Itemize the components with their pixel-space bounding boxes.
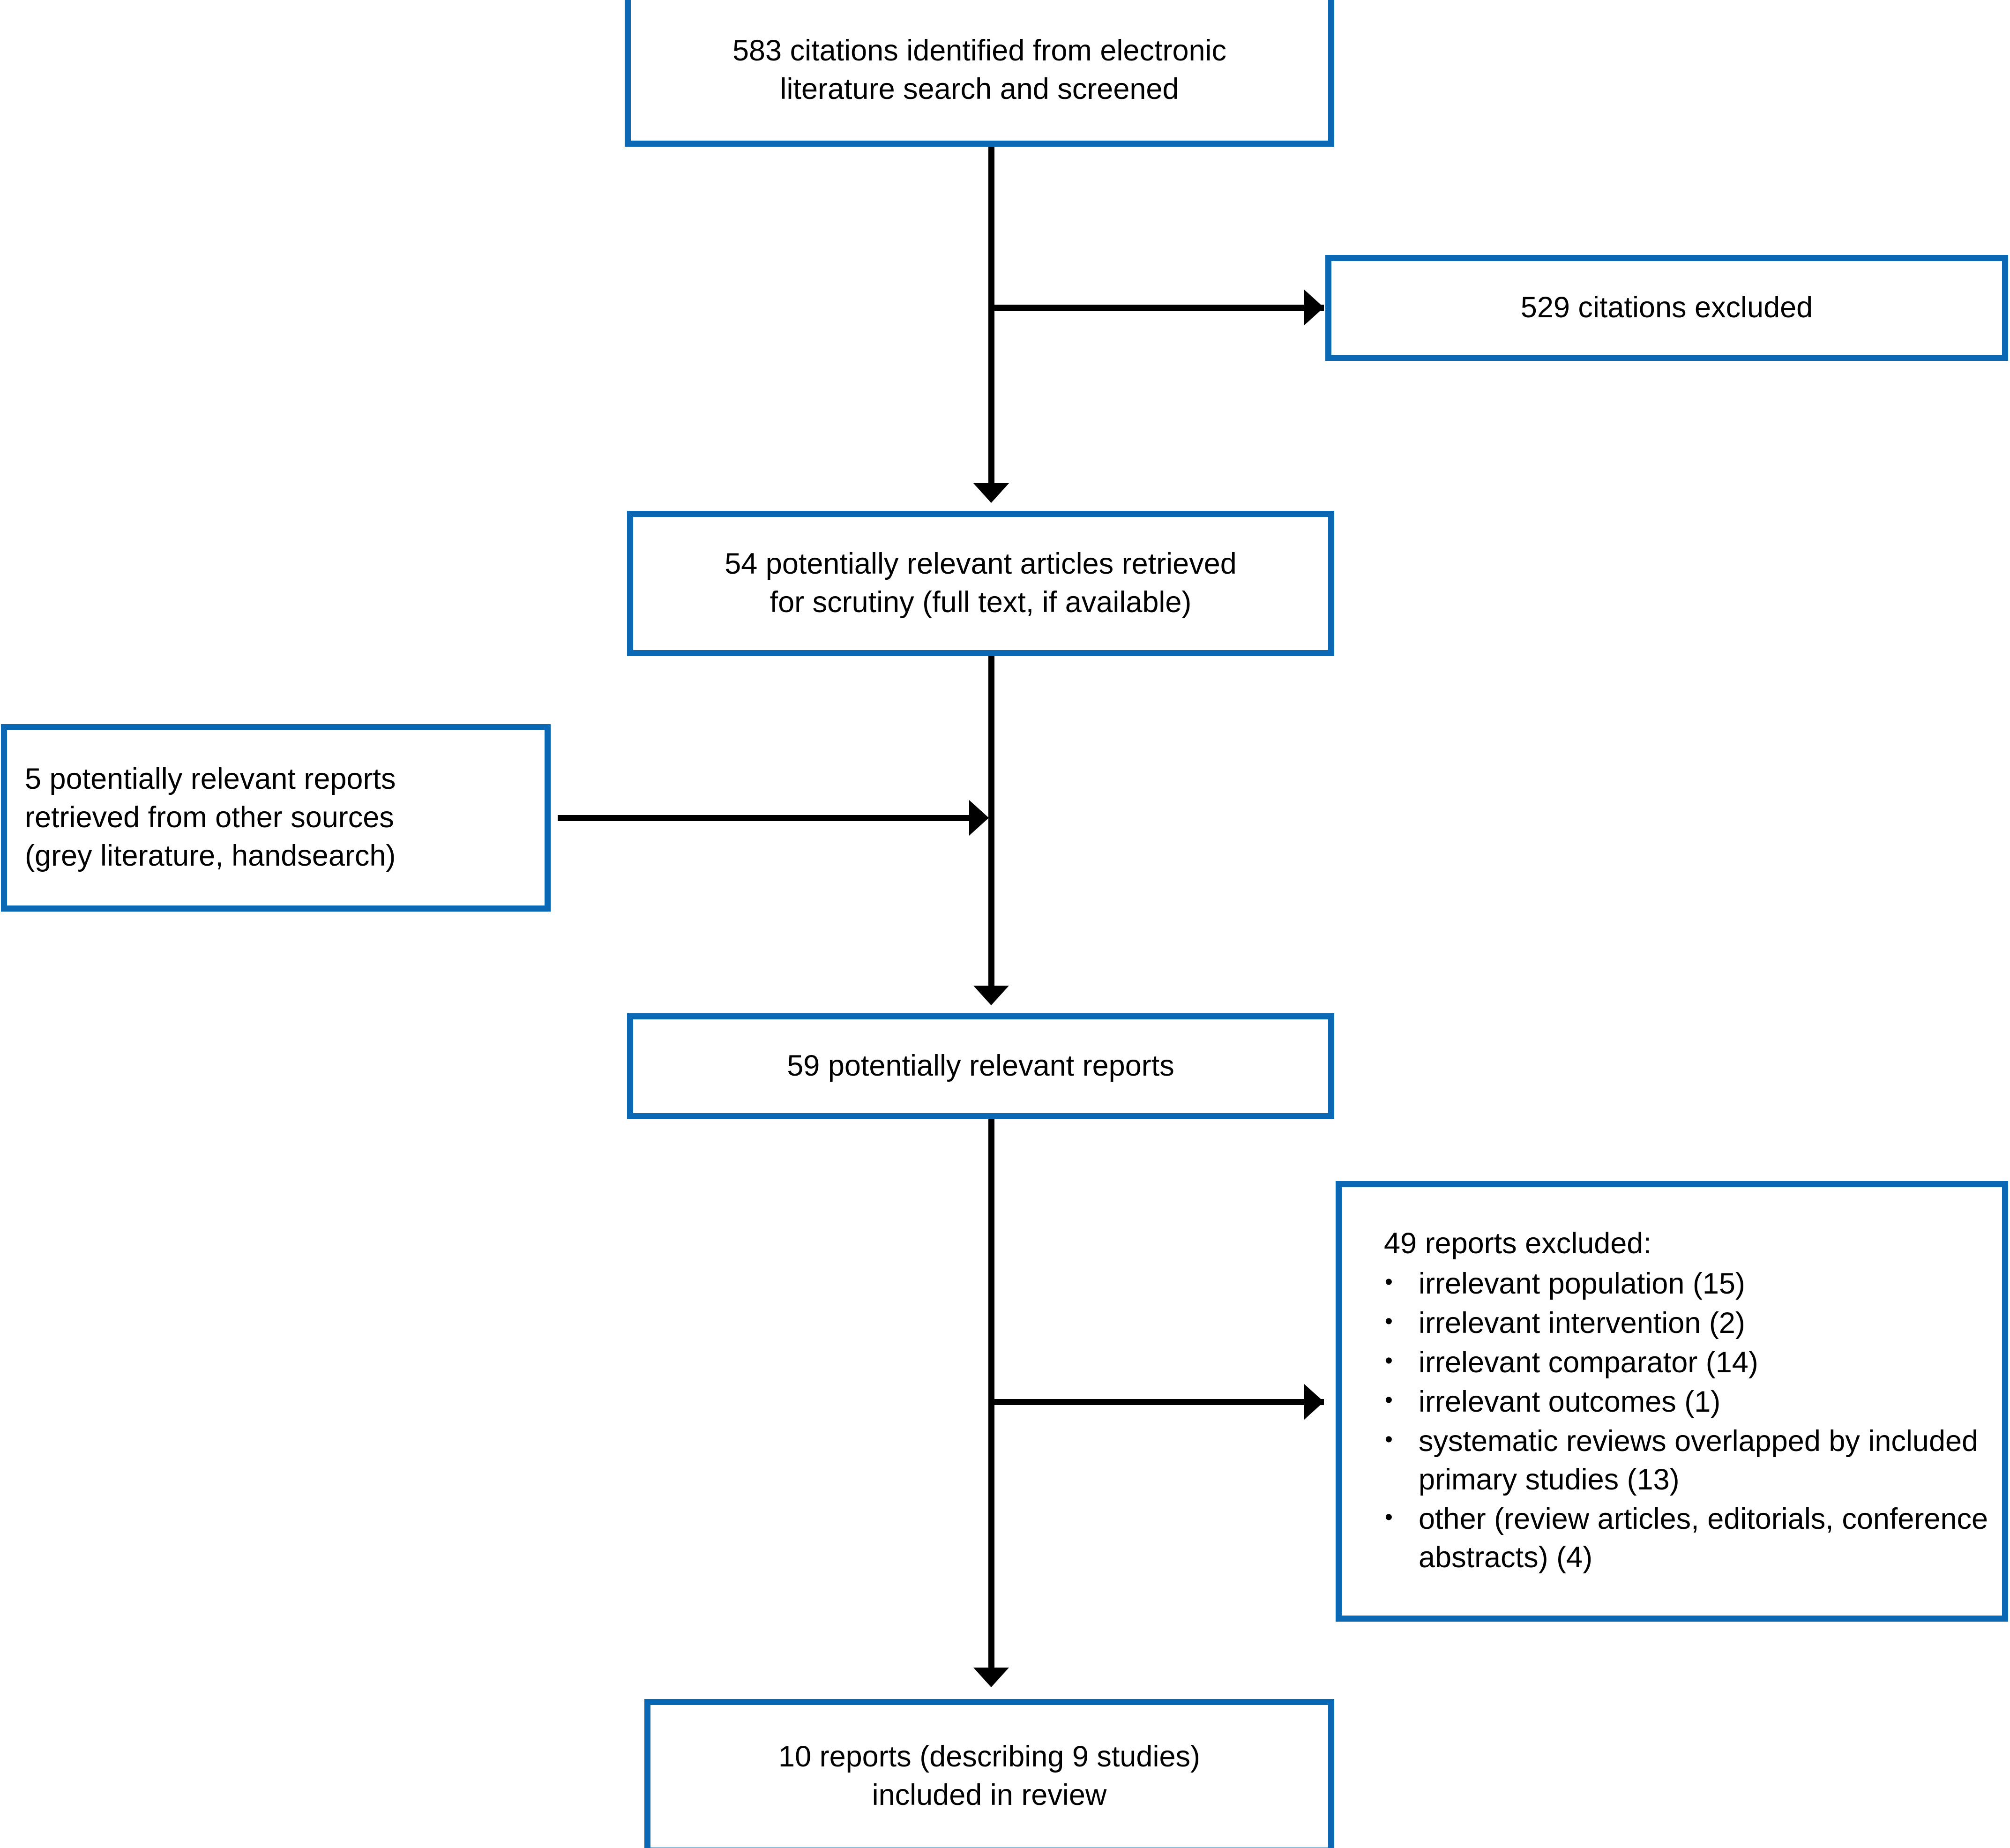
reports-included-line1: 10 reports (describing 9 studies)	[778, 1740, 1200, 1773]
citations-excluded-label: 529 citations excluded	[1520, 291, 1813, 324]
connector-relevant-reports-to-included	[988, 1119, 994, 1668]
arrowhead-down-to-included	[973, 1668, 1009, 1687]
arrowhead-down-to-retrieved	[973, 483, 1009, 503]
list-item: other (review articles, editorials, conf…	[1384, 1500, 2002, 1577]
arrowhead-right-to-excluded-reports	[1304, 1384, 1324, 1420]
list-item: irrelevant outcomes (1)	[1384, 1383, 2002, 1422]
box-citations-excluded: 529 citations excluded	[1325, 255, 2008, 361]
box-potentially-relevant-reports-text: 59 potentially relevant reports	[633, 1047, 1328, 1085]
list-item: irrelevant intervention (2)	[1384, 1304, 2002, 1343]
connector-to-excluded-citations	[988, 305, 1324, 311]
potentially-relevant-reports-label: 59 potentially relevant reports	[787, 1049, 1174, 1083]
box-other-sources: 5 potentially relevant reports retrieved…	[1, 724, 551, 912]
reports-excluded-reason-list: irrelevant population (15) irrelevant in…	[1384, 1265, 2002, 1577]
list-item: irrelevant population (15)	[1384, 1265, 2002, 1303]
box-citations-identified: 583 citations identified from electronic…	[625, 0, 1334, 147]
other-sources-line1: 5 potentially relevant reports	[25, 763, 396, 796]
connector-retrieved-to-relevant-reports	[988, 656, 994, 986]
citations-identified-line1: 583 citations identified from electronic	[732, 34, 1227, 67]
list-item: systematic reviews overlapped by include…	[1384, 1422, 2002, 1499]
reports-included-line2: included in review	[872, 1779, 1107, 1811]
box-reports-included-text: 10 reports (describing 9 studies) includ…	[650, 1738, 1328, 1815]
citations-identified-line2: literature search and screened	[780, 72, 1179, 105]
box-citations-excluded-text: 529 citations excluded	[1331, 289, 2002, 327]
arrowhead-right-to-excluded-citations	[1304, 290, 1324, 325]
connector-other-sources-to-spine	[558, 815, 970, 821]
reports-excluded-heading: 49 reports excluded:	[1384, 1227, 1651, 1260]
box-citations-identified-text: 583 citations identified from electronic…	[631, 32, 1328, 109]
list-item: irrelevant comparator (14)	[1384, 1344, 2002, 1382]
reports-excluded-content: 49 reports excluded: irrelevant populati…	[1342, 1225, 2002, 1578]
connector-identified-to-retrieved	[988, 147, 994, 483]
box-articles-retrieved: 54 potentially relevant articles retriev…	[627, 511, 1334, 656]
box-other-sources-text: 5 potentially relevant reports retrieved…	[7, 760, 545, 875]
other-sources-line2: retrieved from other sources	[25, 801, 394, 834]
other-sources-line3: (grey literature, handsearch)	[25, 839, 396, 872]
articles-retrieved-line1: 54 potentially relevant articles retriev…	[725, 547, 1237, 581]
arrowhead-right-from-other-sources	[969, 800, 989, 836]
box-potentially-relevant-reports: 59 potentially relevant reports	[627, 1013, 1334, 1119]
articles-retrieved-line2: for scrutiny (full text, if available)	[770, 586, 1192, 619]
box-reports-excluded: 49 reports excluded: irrelevant populati…	[1336, 1181, 2008, 1622]
box-articles-retrieved-text: 54 potentially relevant articles retriev…	[633, 545, 1328, 622]
box-reports-included: 10 reports (describing 9 studies) includ…	[644, 1699, 1334, 1848]
arrowhead-down-to-relevant-reports	[973, 986, 1009, 1005]
connector-to-excluded-reports	[988, 1399, 1324, 1405]
